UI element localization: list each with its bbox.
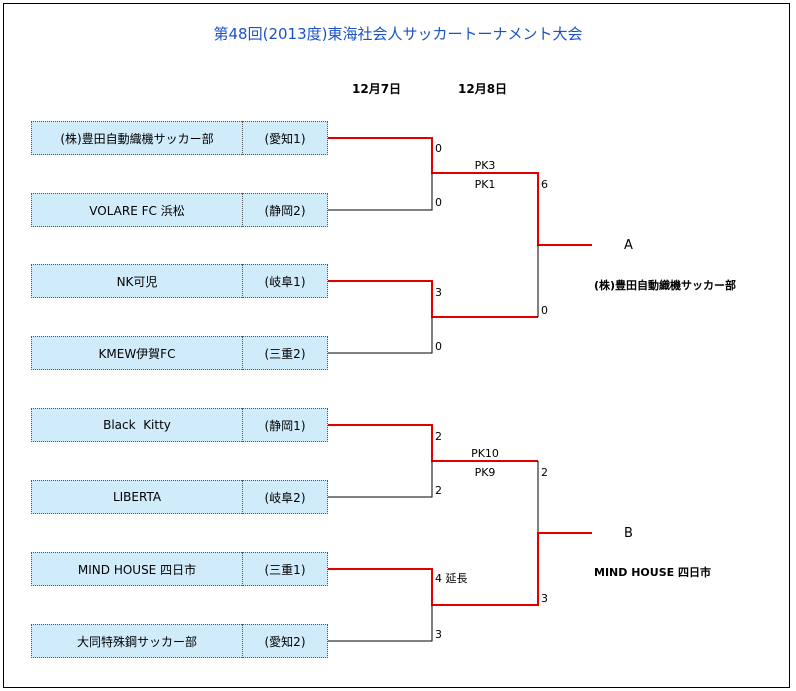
line-team5-win xyxy=(328,424,538,462)
score-team8: 3 xyxy=(435,628,442,641)
team-name-3: NK可児 xyxy=(31,264,242,298)
team-name-2: VOLARE FC 浜松 xyxy=(31,193,242,227)
team-name-8: 大同特殊鋼サッカー部 xyxy=(31,624,242,658)
sf-score-3: 2 xyxy=(541,466,548,479)
finalist-letter-a: A xyxy=(624,238,633,253)
team-pref-1: (愛知1) xyxy=(242,121,328,155)
line-team1-win xyxy=(328,137,592,246)
team-pref-7: (三重1) xyxy=(242,552,328,586)
team-pref-5: (静岡1) xyxy=(242,408,328,442)
sf-score-2: 0 xyxy=(541,304,548,317)
team-name-6: LIBERTA xyxy=(31,480,242,514)
score-team4: 0 xyxy=(435,340,442,353)
finalist-letter-b: B xyxy=(624,526,633,541)
team-pref-2: (静岡2) xyxy=(242,193,328,227)
line-team3-win xyxy=(328,280,538,318)
line-team4 xyxy=(328,317,433,354)
team-pref-3: (岐阜1) xyxy=(242,264,328,298)
line-team6 xyxy=(328,461,433,498)
team-name-7: MIND HOUSE 四日市 xyxy=(31,552,242,586)
score-team3: 3 xyxy=(435,286,442,299)
team-name-1: (株)豊田自動織機サッカー部 xyxy=(31,121,242,155)
line-team7-win xyxy=(328,532,592,606)
page-frame xyxy=(3,3,790,688)
date-round2: 12月8日 xyxy=(458,82,508,96)
score-team6: 2 xyxy=(435,484,442,497)
pk-bottom-match5: PK9 xyxy=(474,466,496,479)
team-pref-4: (三重2) xyxy=(242,336,328,370)
team-pref-8: (愛知2) xyxy=(242,624,328,658)
score-team5: 2 xyxy=(435,430,442,443)
pk-top-match5: PK10 xyxy=(471,447,499,460)
finalist-name-b: MIND HOUSE 四日市 xyxy=(594,566,711,579)
pk-bottom-match1: PK1 xyxy=(474,178,496,191)
tournament-title: 第48回(2013度)東海社会人サッカートーナメント大会 xyxy=(213,25,583,43)
finalist-name-a: (株)豊田自動織機サッカー部 xyxy=(594,279,737,292)
sf-score-1: 6 xyxy=(541,178,548,191)
score-team7: 4 延長 xyxy=(435,572,468,585)
team-pref-6: (岐阜2) xyxy=(242,480,328,514)
pk-top-match1: PK3 xyxy=(474,159,496,172)
score-team1: 0 xyxy=(435,142,442,155)
score-team2: 0 xyxy=(435,196,442,209)
line-team8 xyxy=(328,605,433,642)
sf-score-4: 3 xyxy=(541,592,548,605)
team-name-5: Black Kitty xyxy=(31,408,242,442)
date-round1: 12月7日 xyxy=(352,82,402,96)
team-name-4: KMEW伊賀FC xyxy=(31,336,242,370)
line-team2 xyxy=(328,173,433,211)
